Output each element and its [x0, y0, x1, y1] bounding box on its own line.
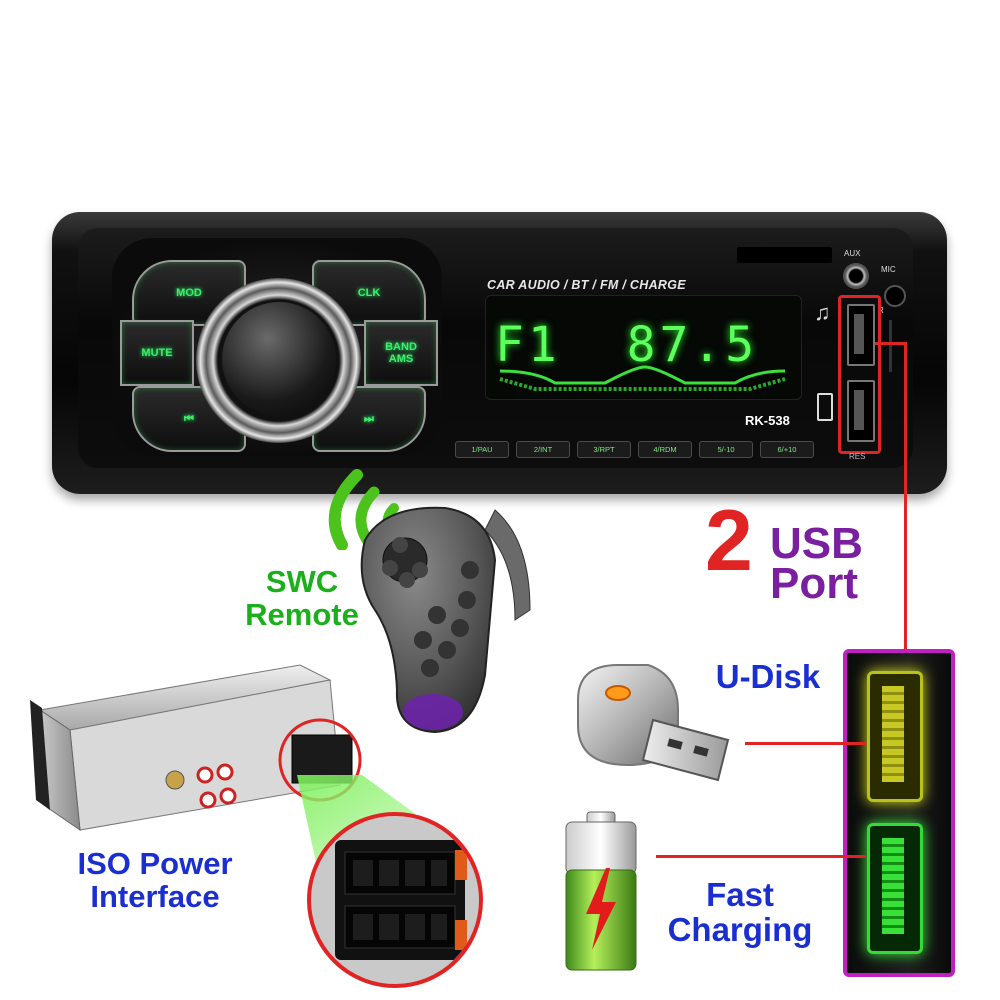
preset-button-1[interactable]: 1/PAU	[455, 441, 509, 458]
lcd-display: F1 87.5 1	[485, 295, 802, 400]
reset-slot	[889, 320, 892, 372]
battery-charging-icon	[817, 393, 833, 421]
reset-label: RES	[849, 452, 866, 461]
usb-connector-line	[875, 342, 907, 345]
display-readout: F1 87.5 1	[495, 317, 759, 373]
mute-label: MUTE	[141, 347, 173, 359]
band-label: BAND	[385, 341, 417, 353]
iso-connector-closeup	[307, 812, 483, 988]
front-usb-port-1[interactable]	[847, 304, 875, 366]
aux-jack[interactable]	[843, 263, 869, 289]
next-icon: ⏭	[364, 412, 374, 425]
preset-button-4[interactable]: 4/RDM	[638, 441, 692, 458]
band-ams-button[interactable]: BAND AMS	[364, 320, 438, 386]
udisk-pointer-line	[745, 742, 865, 745]
charging-port-closeup	[867, 823, 923, 954]
battery-icon	[565, 811, 637, 971]
fast-charging-label: Fast Charging	[650, 876, 830, 948]
fast-label-line2: Charging	[667, 910, 813, 948]
clk-label: CLK	[357, 287, 381, 299]
preset-button-6[interactable]: 6/+10	[760, 441, 814, 458]
charging-pointer-line	[656, 855, 866, 858]
usb-port-highlight	[838, 295, 881, 454]
music-note-icon: ♫	[814, 300, 831, 325]
mic-hole	[884, 285, 906, 307]
preset-button-3[interactable]: 3/RPT	[577, 441, 631, 458]
model-number: RK-538	[745, 413, 790, 428]
usb-connector-line-vertical	[904, 342, 907, 652]
mute-button[interactable]: MUTE	[120, 320, 194, 386]
ams-label: AMS	[388, 353, 414, 365]
spectrum-wave-icon	[499, 365, 786, 391]
prev-icon: ⏮	[184, 412, 194, 425]
fast-label-line1: Fast	[706, 876, 774, 913]
swc-label-line1: SWC	[265, 564, 339, 599]
swc-remote-label: SWC Remote	[222, 564, 382, 632]
udisk-label: U-Disk	[715, 658, 821, 695]
mic-label: MIC	[881, 265, 896, 274]
udisk-port-closeup	[867, 671, 923, 802]
usb-word: USB	[770, 519, 863, 568]
aux-label: AUX	[844, 249, 861, 258]
usb-stick-icon	[577, 664, 730, 782]
preset-button-5[interactable]: 5/-10	[699, 441, 753, 458]
steering-wheel-remote	[360, 506, 531, 734]
volume-knob[interactable]	[222, 302, 336, 416]
usb-count: 2	[705, 493, 753, 589]
iso-label-line1: ISO Power	[77, 846, 233, 881]
usb-ports-closeup	[843, 649, 955, 977]
preset-button-2[interactable]: 2/INT	[516, 441, 570, 458]
mod-label: MOD	[176, 287, 202, 299]
card-slot	[737, 247, 832, 263]
swc-label-line2: Remote	[245, 596, 359, 632]
iso-label-line2: Interface	[90, 878, 220, 914]
front-usb-port-2[interactable]	[847, 380, 875, 442]
feature-banner: CAR AUDIO / BT / FM / CHARGE	[487, 278, 686, 292]
iso-power-label: ISO Power Interface	[50, 846, 260, 914]
port-word: Port	[770, 559, 858, 608]
